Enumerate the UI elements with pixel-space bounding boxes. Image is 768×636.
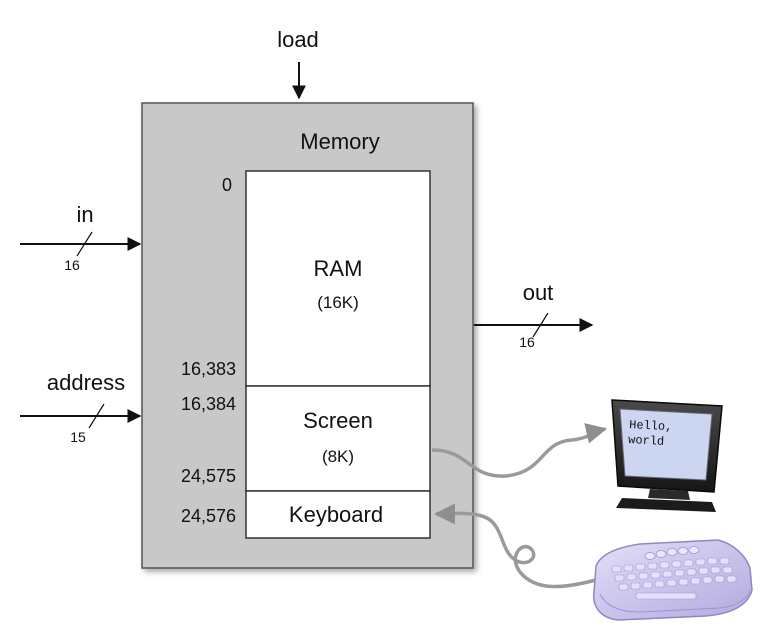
out-bus-slash (532, 312, 549, 338)
keyboard-to-memory-cable (433, 503, 597, 589)
out-label: out (523, 280, 554, 305)
keyboard-segment (245, 490, 431, 539)
screen-size: (8K) (322, 447, 354, 466)
load-label: load (277, 27, 319, 52)
ram-size: (16K) (317, 293, 359, 312)
ram-segment (245, 170, 431, 387)
screen-to-monitor-cable (431, 423, 608, 478)
out-bus-width: 16 (519, 334, 535, 350)
monitor-icon: Hello, world (611, 399, 723, 512)
address-bus-width: 15 (70, 429, 86, 445)
address-ram-end: 16,383 (181, 359, 236, 379)
address-bus-slash (88, 403, 105, 429)
ram-label: RAM (314, 256, 363, 281)
in-label: in (76, 202, 93, 227)
monitor-text-line2: world (628, 433, 665, 449)
screen-segment (245, 385, 431, 492)
address-label: address (47, 370, 125, 395)
screen-label: Screen (303, 408, 373, 433)
monitor-text-line1: Hello, (629, 418, 673, 434)
in-bus-slash (76, 231, 93, 257)
address-keyboard: 24,576 (181, 506, 236, 526)
address-screen-end: 24,575 (181, 466, 236, 486)
memory-title: Memory (300, 129, 379, 154)
address-ram-start: 0 (222, 175, 232, 195)
in-bus-width: 16 (64, 257, 80, 273)
keyboard-icon (592, 539, 753, 621)
keyboard-label: Keyboard (289, 502, 383, 527)
address-screen-start: 16,384 (181, 394, 236, 414)
